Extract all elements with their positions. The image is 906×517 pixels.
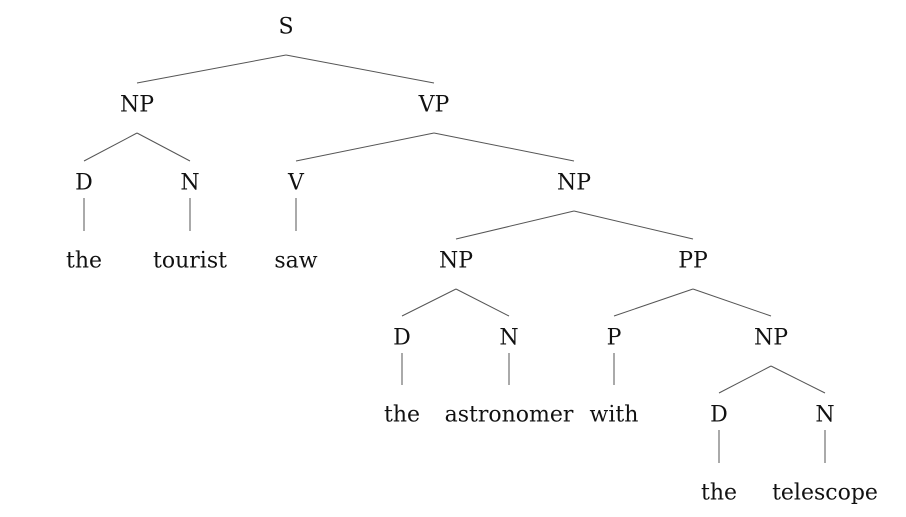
- edge-vp-np2: [433, 132, 575, 162]
- word-w_with: with: [590, 403, 639, 428]
- word-w_saw: saw: [274, 249, 317, 274]
- edge-np4-d3: [718, 365, 772, 394]
- edge-np4-n3: [770, 365, 826, 394]
- word-w_telescope: telescope: [772, 481, 878, 506]
- node-np1: NP: [120, 93, 154, 118]
- node-d2: D: [393, 326, 411, 351]
- tree-edges: [83, 54, 826, 463]
- node-n3: N: [815, 403, 834, 428]
- edge-vp-v: [295, 132, 435, 162]
- word-w_tourist: tourist: [153, 249, 227, 274]
- edge-pp-p: [613, 288, 694, 317]
- edge-s-vp: [285, 54, 435, 84]
- word-w_astronomer: astronomer: [445, 403, 574, 428]
- node-d1: D: [75, 171, 93, 196]
- node-n2: N: [499, 326, 518, 351]
- node-vp: VP: [418, 93, 450, 118]
- edge-np1-d1: [83, 132, 138, 162]
- node-d3: D: [710, 403, 728, 428]
- edge-pp-np4: [692, 288, 772, 317]
- edge-np3-n2: [455, 288, 510, 317]
- node-np4: NP: [754, 326, 788, 351]
- edge-np1-n1: [136, 132, 191, 162]
- node-p: P: [607, 326, 622, 351]
- edge-np2-pp: [573, 210, 694, 240]
- node-v: V: [287, 171, 305, 196]
- node-n1: N: [180, 171, 199, 196]
- node-pp: PP: [678, 249, 708, 274]
- edge-np3-d2: [401, 288, 457, 317]
- node-np2: NP: [557, 171, 591, 196]
- node-s: S: [278, 15, 293, 40]
- edge-np2-np3: [455, 210, 575, 240]
- word-w_the3: the: [701, 481, 737, 506]
- edge-s-np1: [136, 54, 287, 84]
- word-w_the1: the: [66, 249, 102, 274]
- node-np3: NP: [439, 249, 473, 274]
- word-w_the2: the: [384, 403, 420, 428]
